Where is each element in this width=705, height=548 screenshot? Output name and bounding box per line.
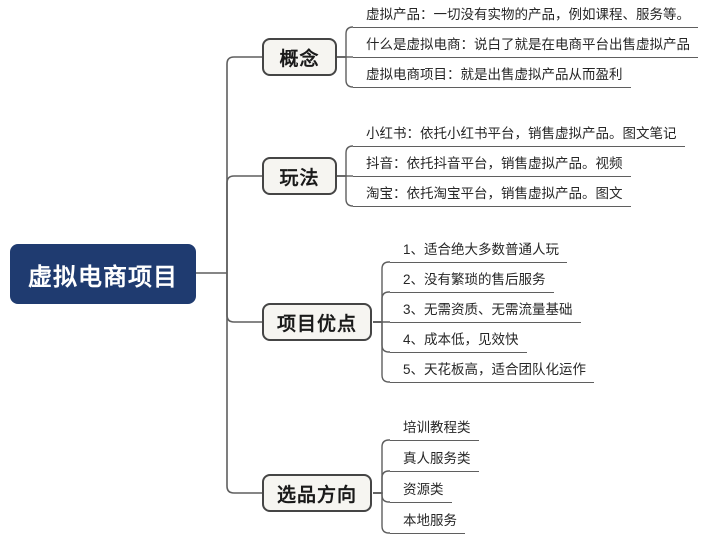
connector-xuanpin-c0 [373,439,390,494]
leaf-topic-xuanpin-1[interactable]: 真人服务类 [390,450,479,472]
connector-root-xuanpin [226,273,262,494]
connector-youdian-c1 [373,291,390,323]
branch-topic-youdian[interactable]: 项目优点 [262,303,372,341]
leaf-topic-wanfa-1[interactable]: 抖音：依托抖音平台，销售虚拟产品。视频 [353,155,631,177]
connector-wanfa-c2 [337,175,354,207]
leaf-topic-youdian-0[interactable]: 1、适合绝大多数普通人玩 [390,241,568,263]
leaf-topic-gainian-0[interactable]: 虚拟产品：一切没有实物的产品，例如课程、服务等。 [353,6,698,28]
leaf-topic-youdian-3[interactable]: 4、成本低，见效快 [390,331,527,353]
connector-root-wanfa [226,175,262,273]
leaf-topic-wanfa-2[interactable]: 淘宝：依托淘宝平台，销售虚拟产品。图文 [353,185,631,207]
leaf-topic-xuanpin-2[interactable]: 资源类 [390,481,452,503]
connector-xuanpin-c1 [373,470,390,494]
connector-youdian-c4 [373,321,390,383]
connector-wanfa-c0 [337,145,354,177]
connector-gainian-c2 [337,56,354,88]
connector-youdian-c0 [373,261,390,323]
branch-topic-gainian[interactable]: 概念 [262,38,337,76]
leaf-topic-youdian-1[interactable]: 2、没有繁琐的售后服务 [390,271,554,293]
leaf-topic-xuanpin-3[interactable]: 本地服务 [390,512,465,534]
connector-root-gainian [226,56,262,273]
leaf-topic-wanfa-0[interactable]: 小红书：依托小红书平台，销售虚拟产品。图文笔记 [353,125,685,147]
connector-gainian-c0 [337,26,354,58]
branch-topic-xuanpin[interactable]: 选品方向 [262,474,372,512]
leaf-topic-gainian-1[interactable]: 什么是虚拟电商：说白了就是在电商平台出售虚拟产品 [353,36,698,58]
branch-topic-wanfa[interactable]: 玩法 [262,157,337,195]
root-topic[interactable]: 虚拟电商项目 [10,244,196,304]
connector-root-youdian [226,273,262,323]
leaf-topic-xuanpin-0[interactable]: 培训教程类 [390,419,479,441]
leaf-topic-youdian-2[interactable]: 3、无需资质、无需流量基础 [390,301,581,323]
leaf-topic-youdian-4[interactable]: 5、天花板高，适合团队化运作 [390,361,595,383]
connector-xuanpin-c3 [373,492,390,534]
leaf-topic-gainian-2[interactable]: 虚拟电商项目：就是出售虚拟产品从而盈利 [353,66,631,88]
